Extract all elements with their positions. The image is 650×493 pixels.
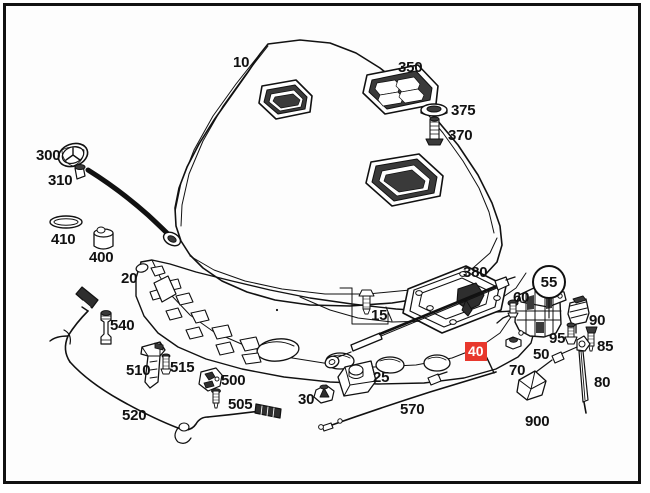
callout-label-300: 300	[36, 147, 61, 164]
hood-prop-rod	[85, 167, 182, 247]
callout-label-540: 540	[110, 317, 135, 334]
callout-label-20: 20	[121, 270, 138, 287]
lock-nut-part-70	[505, 336, 522, 350]
screw-part-15	[339, 287, 389, 325]
vent-grille-part-350	[362, 64, 439, 115]
callout-label-900: 900	[525, 413, 550, 430]
callout-label-60: 60	[513, 289, 530, 306]
callout-label-25: 25	[373, 369, 390, 386]
hood-catch-bracket-part-25	[337, 360, 377, 397]
callout-label-55: 55	[532, 265, 566, 299]
callout-label-370: 370	[448, 127, 473, 144]
hood-stop-buffer-part-30	[313, 384, 335, 404]
callout-label-350: 350	[398, 59, 423, 76]
insulation-frame-part-380	[402, 265, 507, 334]
hood-outer-panel-shape	[174, 39, 503, 307]
emblem-grommet-part-310	[74, 164, 86, 180]
star-emblem-part-300	[57, 142, 89, 168]
callout-label-500: 500	[221, 372, 246, 389]
callout-label-310: 310	[48, 172, 73, 189]
callout-label-10: 10	[233, 54, 250, 71]
hook-screw-part-95	[564, 322, 578, 345]
bracket-screw-part-515	[160, 353, 172, 375]
buffer-stop-part-400	[93, 226, 114, 250]
cable-bracket-part-510	[140, 341, 166, 389]
callout-label-90: 90	[589, 312, 606, 329]
washer-part-375	[420, 103, 448, 117]
callout-label-400: 400	[89, 249, 114, 266]
callout-label-410: 410	[51, 231, 76, 248]
callout-label-570: 570	[400, 401, 425, 418]
seal-ring-part-410	[49, 215, 83, 229]
callout-label-375: 375	[451, 102, 476, 119]
lock-bolt-part-60	[507, 299, 519, 318]
gas-strut-part-40	[324, 276, 516, 369]
callout-label-40: 40	[465, 342, 487, 361]
callout-label-380: 380	[463, 264, 488, 281]
callout-label-85: 85	[597, 338, 614, 355]
hood-vent-opening-left	[258, 79, 313, 120]
release-handle-base-part-500	[198, 367, 223, 392]
callout-label-520: 520	[122, 407, 147, 424]
callout-label-50: 50	[533, 346, 550, 363]
callout-label-95: 95	[549, 330, 566, 347]
safety-catch-rod-part-80	[535, 335, 591, 414]
hood-vent-opening-right	[365, 153, 444, 207]
catch-bolt-part-85	[585, 326, 598, 352]
hood-release-cable-part-520	[49, 286, 282, 444]
callout-label-15: 15	[371, 307, 388, 324]
handle-screw-part-505	[211, 388, 221, 409]
latch-hook-housing-part-90	[567, 295, 590, 334]
callout-label-510: 510	[126, 362, 151, 379]
callout-label-505: 505	[228, 396, 253, 413]
callout-label-80: 80	[594, 374, 611, 391]
screw-part-370	[425, 116, 444, 146]
sealing-wedge-part-900	[516, 370, 547, 401]
callout-label-515: 515	[170, 359, 195, 376]
cable-grommet-part-540	[100, 310, 112, 345]
callout-label-30: 30	[298, 391, 315, 408]
callout-label-70: 70	[509, 362, 526, 379]
secondary-cable-part-570	[318, 346, 497, 432]
